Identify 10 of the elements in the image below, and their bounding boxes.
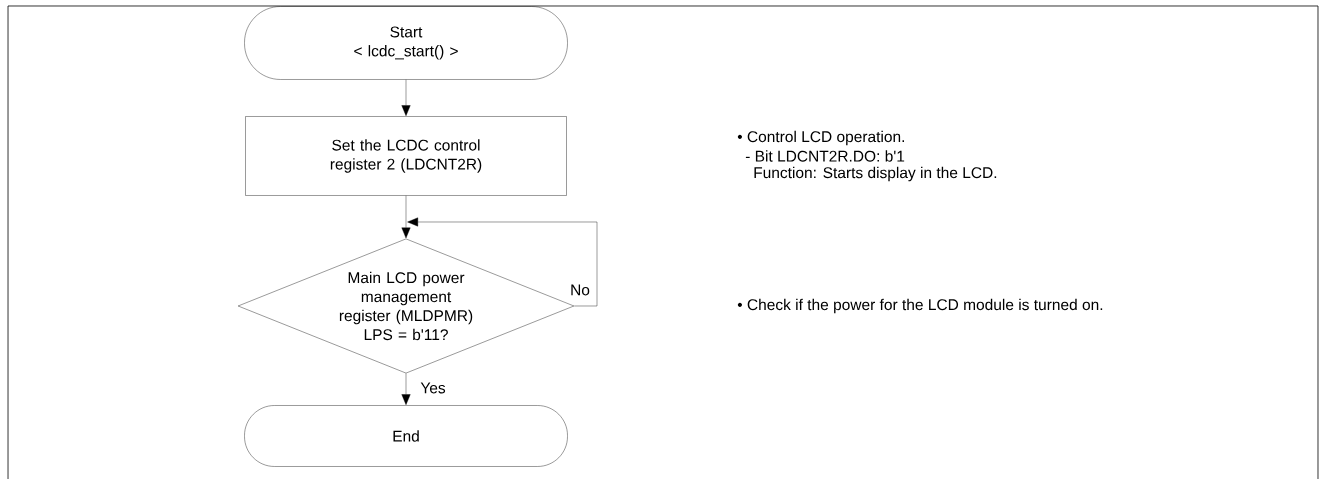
arrow bbox=[401, 195, 411, 239]
note-text: • Control LCD operation. bbox=[737, 130, 904, 146]
arrow bbox=[401, 79, 411, 116]
note-text: • Check if the power for the LCD module is turned on. bbox=[737, 298, 1103, 314]
note-text: Function: Starts display in the LCD. bbox=[754, 166, 997, 182]
process-box: Set the LCDC control register 2 (LDCNT2R) bbox=[245, 116, 567, 196]
arrow bbox=[407, 217, 598, 307]
note-text: - Bit LDCNT2R.DO: b'1 bbox=[745, 150, 905, 162]
arrow bbox=[401, 373, 411, 405]
edge-label: Yes bbox=[419, 381, 447, 395]
